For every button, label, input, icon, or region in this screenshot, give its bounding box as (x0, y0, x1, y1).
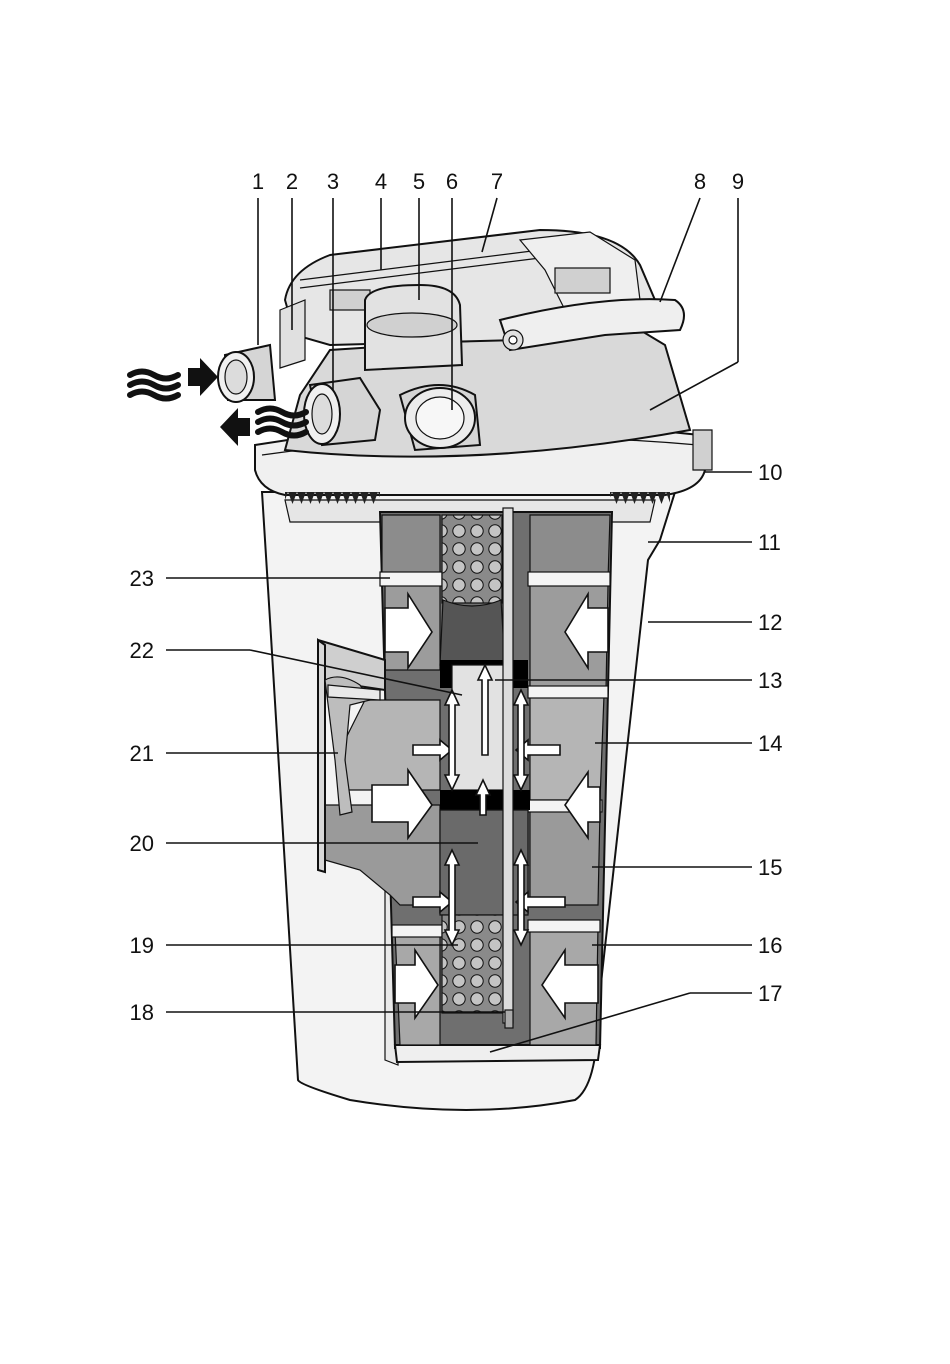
callout-23: 23 (130, 566, 154, 591)
callout-11: 11 (758, 530, 781, 555)
callout-22: 22 (130, 638, 154, 663)
flow-arrow-icon (220, 408, 250, 446)
callout-4: 4 (375, 169, 387, 194)
callout-6: 6 (446, 169, 458, 194)
callout-9: 9 (732, 169, 744, 194)
callout-17: 17 (758, 981, 782, 1006)
callout-7: 7 (491, 169, 503, 194)
callout-5: 5 (413, 169, 425, 194)
callout-13: 13 (758, 668, 782, 693)
callout-1: 1 (252, 169, 264, 194)
flow-arrow-icon (188, 358, 218, 396)
callout-18: 18 (130, 1000, 154, 1025)
callout-15: 15 (758, 855, 782, 880)
callout-3: 3 (327, 169, 339, 194)
callout-21: 21 (130, 741, 154, 766)
callout-16: 16 (758, 933, 782, 958)
callout-20: 20 (130, 831, 154, 856)
callout-12: 12 (758, 610, 782, 635)
callout-14: 14 (758, 731, 782, 756)
callout-8: 8 (694, 169, 706, 194)
callout-19: 19 (130, 933, 154, 958)
callout-2: 2 (286, 169, 298, 194)
callout-10: 10 (758, 460, 782, 485)
